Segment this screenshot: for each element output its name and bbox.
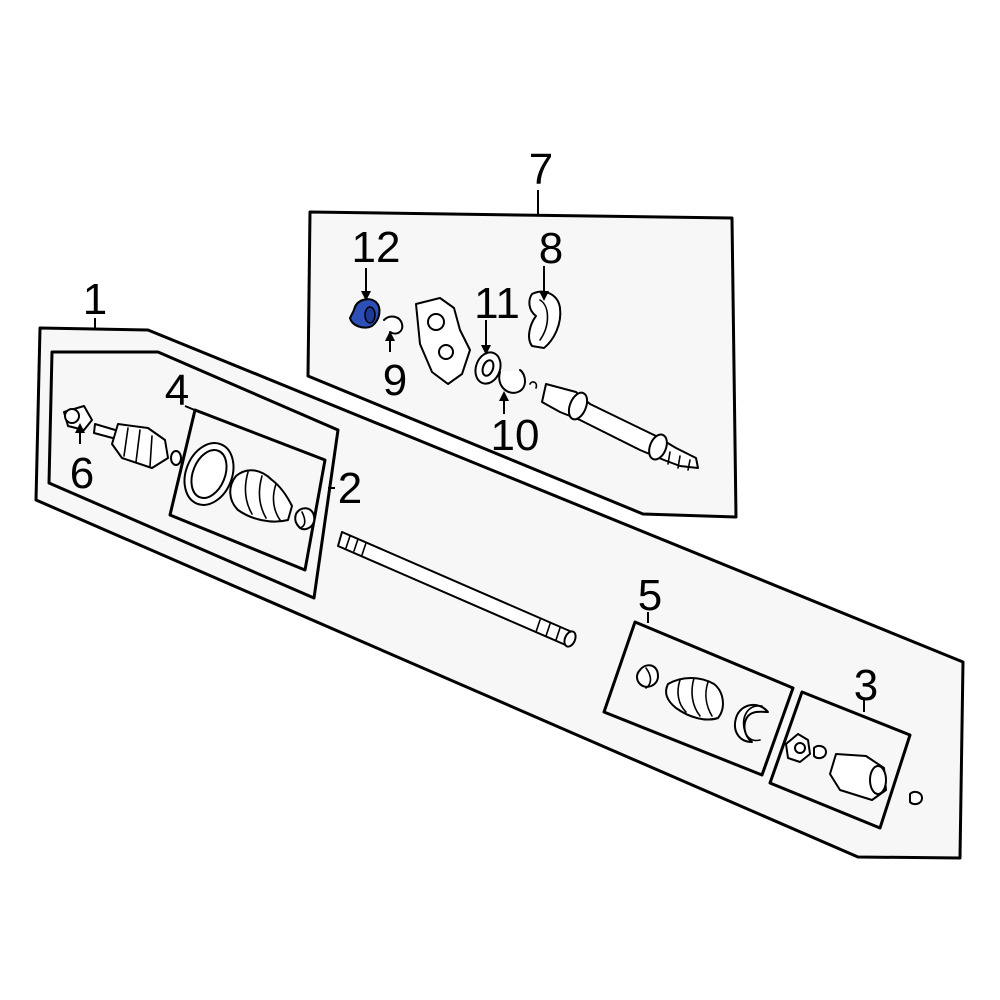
outer-joint-parts: [63, 405, 316, 531]
callout-6: 6: [70, 449, 94, 498]
callout-3: 3: [854, 661, 878, 710]
inner-boot-kit-parts: [636, 664, 769, 743]
callout-10: 10: [491, 411, 540, 460]
callout-9: 9: [383, 356, 407, 405]
callout-12: 12: [352, 223, 401, 272]
leader-lines: [75, 190, 865, 712]
callout-5: 5: [638, 571, 662, 620]
callout-8: 8: [539, 224, 563, 273]
axle-shaft: [337, 531, 577, 648]
callout-2: 2: [338, 464, 362, 513]
inner-joint-parts: [785, 733, 923, 806]
callout-11: 11: [474, 279, 520, 328]
intermediate-shaft-parts: [348, 290, 699, 471]
callout-4: 4: [165, 366, 189, 415]
callout-1: 1: [83, 275, 107, 324]
callout-7: 7: [529, 145, 553, 194]
